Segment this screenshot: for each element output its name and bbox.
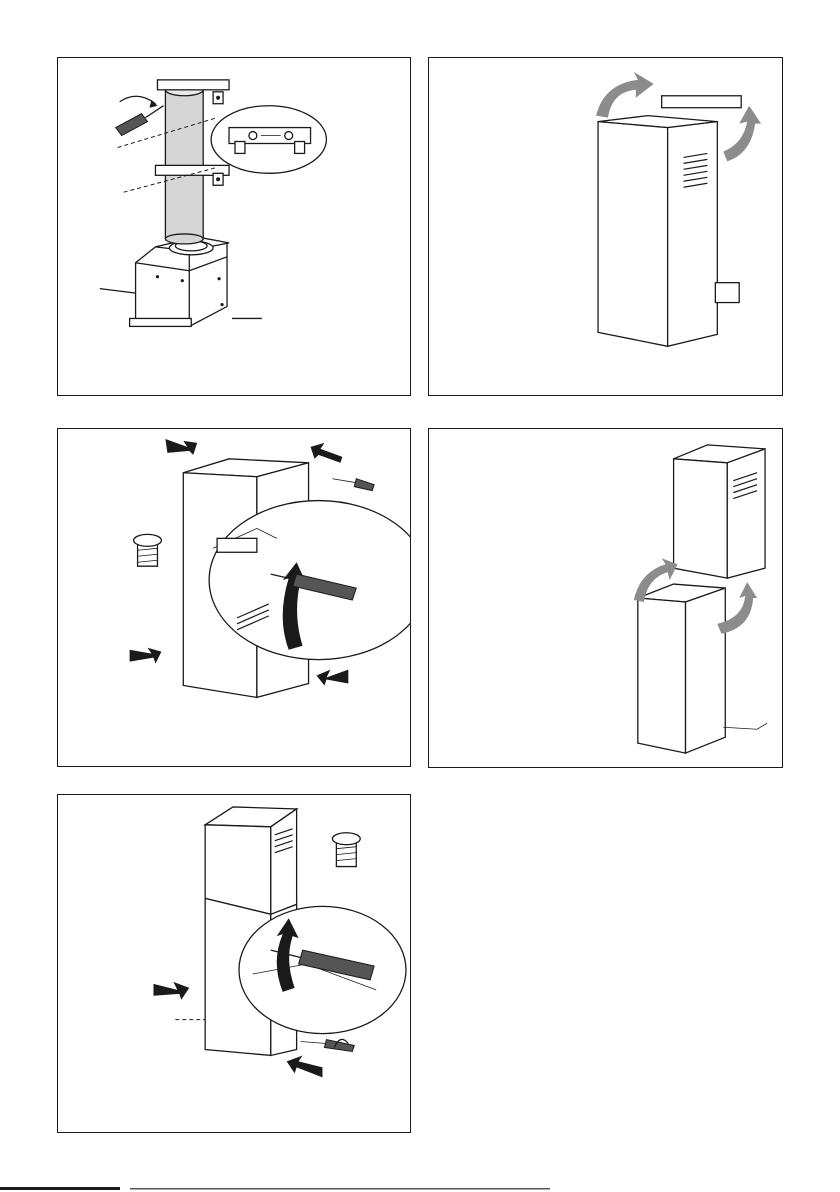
step-5-illustration	[58, 795, 410, 1132]
step-2-illustration	[429, 58, 782, 395]
step-4-illustration	[429, 429, 782, 767]
step-5-panel	[57, 794, 411, 1133]
detail-magnifier	[211, 106, 326, 174]
black-arrow-icon	[287, 1055, 323, 1077]
rotation-arrow-icon	[120, 96, 156, 103]
step-1-panel	[57, 57, 411, 396]
black-arrow-icon	[153, 982, 189, 1000]
screw-icon	[134, 534, 162, 566]
black-arrow-icon	[165, 439, 197, 455]
step-2-panel	[428, 57, 783, 396]
step-1-illustration	[58, 58, 410, 395]
upper-chimney	[598, 116, 717, 347]
black-arrow-icon	[311, 443, 343, 463]
step-3-illustration	[58, 429, 410, 766]
motor-housing	[130, 237, 229, 326]
step-4-panel	[428, 428, 783, 768]
screwdriver-icon	[116, 106, 164, 136]
print-marks-strip	[0, 1186, 840, 1192]
black-arrow-icon	[317, 670, 349, 686]
detail-magnifier	[239, 906, 406, 1033]
upper-chimney	[674, 445, 765, 578]
screwdriver-icon	[354, 479, 374, 491]
flue-pipe	[165, 84, 203, 244]
screw-icon	[332, 833, 360, 867]
screwdriver-icon	[324, 1040, 354, 1052]
upper-chimney	[205, 807, 296, 914]
step-3-panel	[57, 428, 411, 767]
lower-chimney	[638, 584, 725, 753]
black-arrow-icon	[130, 648, 162, 664]
